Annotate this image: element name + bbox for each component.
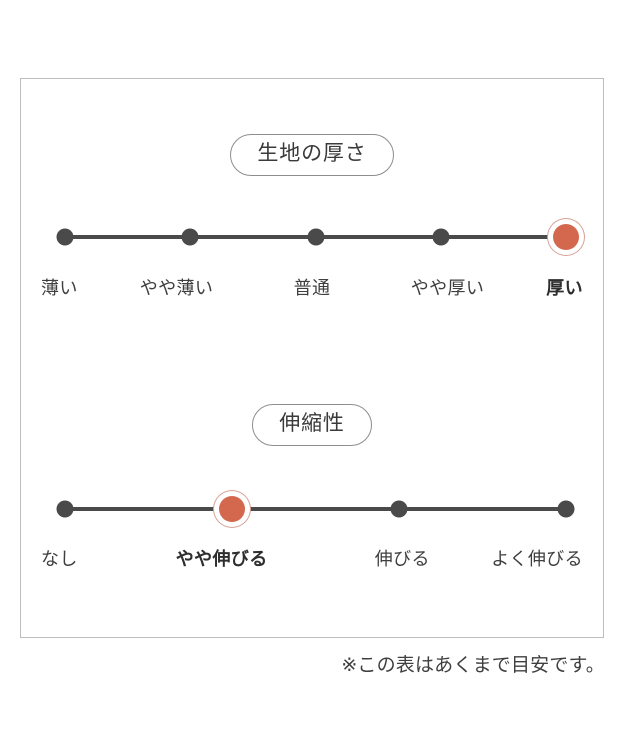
- tick-label-thickness-1: 薄い: [41, 278, 78, 298]
- scale-node-stretch-2-active[interactable]: [218, 496, 245, 522]
- tick-label-thickness-2: やや薄い: [139, 278, 214, 298]
- scale-node-thickness-1[interactable]: [56, 228, 74, 246]
- scale-title-stretch: 伸縮性: [252, 404, 372, 447]
- scale-node-stretch-1[interactable]: [56, 500, 74, 518]
- pill-row-stretch: 伸縮性: [21, 404, 603, 447]
- scale-node-thickness-3[interactable]: [307, 228, 324, 246]
- tick-label-stretch-3: 伸びる: [374, 549, 430, 569]
- scale-node-thickness-5-active[interactable]: [553, 224, 579, 250]
- pill-row-thickness: 生地の厚さ: [21, 134, 603, 177]
- tick-labels-thickness: 薄い やや薄い 普通 やや厚い 厚い: [41, 274, 583, 300]
- tick-label-thickness-4: やや厚い: [410, 278, 485, 298]
- scale-node-thickness-2[interactable]: [181, 228, 199, 246]
- tick-label-stretch-1: なし: [41, 549, 78, 569]
- tick-labels-stretch: なし やや伸びる 伸びる よく伸びる: [41, 545, 583, 571]
- tick-label-stretch-4: よく伸びる: [491, 549, 583, 569]
- scale-title-thickness: 生地の厚さ: [230, 134, 394, 177]
- tick-label-thickness-3: 普通: [293, 278, 331, 298]
- scale-node-stretch-3[interactable]: [390, 500, 408, 518]
- track-line-stretch: [65, 507, 566, 511]
- scale-node-stretch-4[interactable]: [557, 500, 575, 518]
- tick-label-thickness-5-selected: 厚い: [546, 278, 583, 298]
- footnote-disclaimer: ※この表はあくまで目安です。: [341, 655, 605, 676]
- fabric-spec-card: 生地の厚さ 薄い やや薄い 普通 やや厚い 厚い 伸縮性: [20, 78, 604, 638]
- tick-label-stretch-2-selected: やや伸びる: [175, 549, 268, 569]
- scale-node-thickness-4[interactable]: [432, 228, 450, 246]
